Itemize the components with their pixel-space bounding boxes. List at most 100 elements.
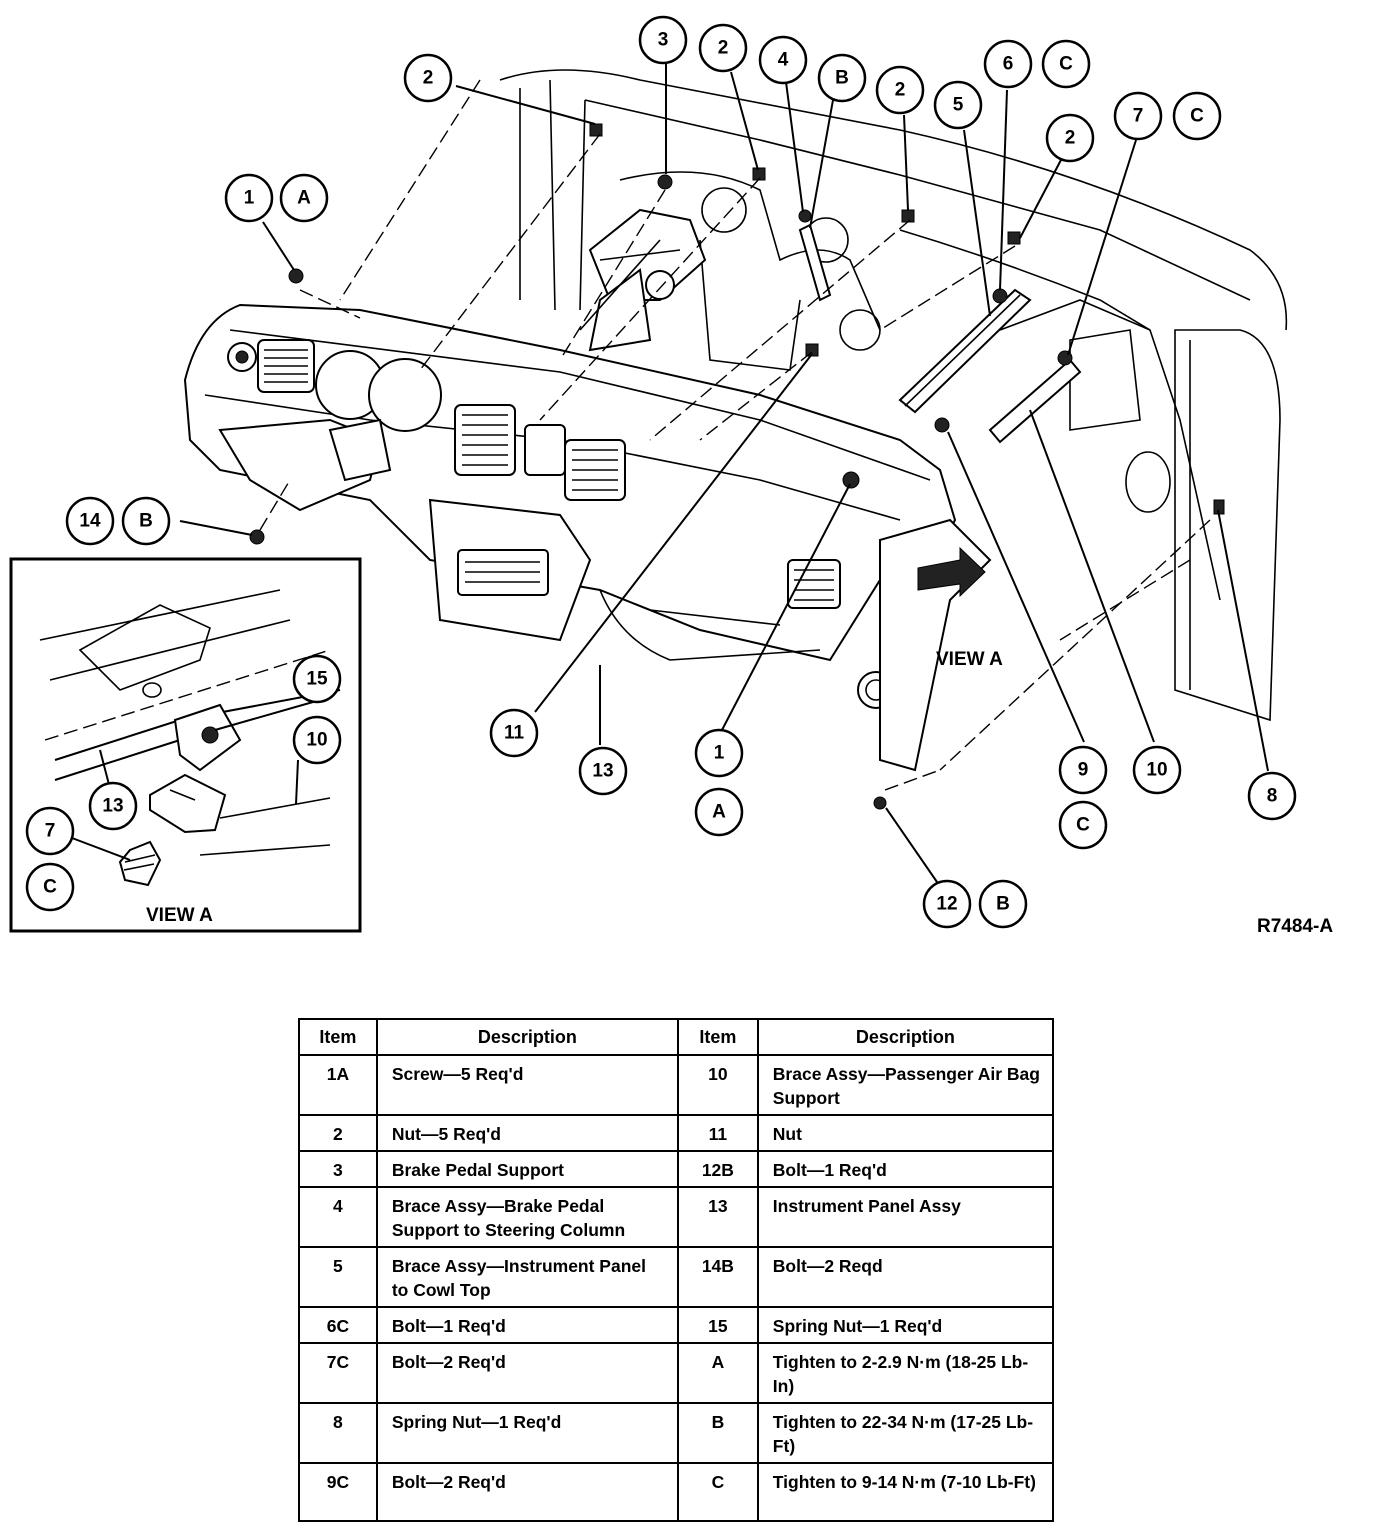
svg-text:C: C [1190,106,1204,127]
callout-7: 7 [1113,91,1163,141]
item-number: B [676,1402,759,1464]
item-description: Bolt—2 Req'd [375,1342,679,1404]
cowl-firewall-structure [499,69,1288,722]
svg-text:13: 13 [102,796,123,817]
svg-text:1: 1 [714,743,725,764]
svg-text:10: 10 [306,730,327,751]
svg-text:2: 2 [1065,128,1076,149]
item-description: Spring Nut—1 Req'd [375,1402,679,1464]
svg-text:10: 10 [1146,760,1167,781]
callout-2-far-right: 2 [1045,113,1095,163]
item-description: Nut [756,1114,1055,1152]
item-number: A [676,1342,759,1404]
svg-text:7: 7 [1133,106,1144,127]
item-number: 7C [298,1342,378,1404]
callout-a-bottom: A [694,787,744,837]
table-row: 9C Bolt—2 Req'd C Tighten to 9-14 N·m (7… [298,1462,1055,1522]
table-row: 3 Brake Pedal Support 12B Bolt—1 Req'd [298,1150,1055,1188]
svg-text:14: 14 [79,511,101,532]
callout-2-center: 2 [698,23,748,73]
header-item-left: Item [298,1018,378,1056]
alignment-lines [259,79,1211,791]
svg-text:A: A [712,802,726,823]
callout-2-right: 2 [875,65,925,115]
callout-14: 14 [65,496,115,546]
inset-callout-13: 13 [88,781,138,831]
item-description: Brake Pedal Support [375,1150,679,1188]
table-row: 1A Screw—5 Req'd 10 Brace Assy—Passenger… [298,1054,1055,1116]
svg-text:15: 15 [306,669,328,690]
callout-3: 3 [638,15,688,65]
svg-text:2: 2 [895,80,906,101]
callout-c-bottom: C [1058,800,1108,850]
callout-c-right: C [1172,91,1222,141]
item-number: 14B [676,1246,759,1308]
item-description: Screw—5 Req'd [375,1054,679,1116]
item-description: Bolt—2 Req'd [375,1462,679,1522]
svg-text:C: C [1076,815,1090,836]
table-row: 6C Bolt—1 Req'd 15 Spring Nut—1 Req'd [298,1306,1055,1344]
header-description-right: Description [756,1018,1055,1056]
instrument-panel-assembly [183,303,957,709]
inset-callout-c: C [25,862,75,912]
callout-b-top: B [817,53,867,103]
callout-b-left: B [121,496,171,546]
item-description: Tighten to 9-14 N·m (7-10 Lb-Ft) [756,1462,1055,1522]
svg-text:13: 13 [592,761,613,782]
item-number: 5 [298,1246,378,1308]
table-row: 7C Bolt—2 Req'd A Tighten to 2-2.9 N·m (… [298,1342,1055,1404]
right-vent [794,569,834,601]
callout-2-left: 2 [403,53,453,103]
item-number: 6C [298,1306,378,1344]
item-description: Spring Nut—1 Req'd [756,1306,1055,1344]
item-number: 4 [298,1186,378,1248]
item-description: Tighten to 22-34 N·m (17-25 Lb-Ft) [756,1402,1055,1464]
item-number: 13 [676,1186,759,1248]
item-description: Brace Assy—Passenger Air Bag Support [756,1054,1055,1116]
svg-text:7: 7 [45,821,56,842]
table-row: 2 Nut—5 Req'd 11 Nut [298,1114,1055,1152]
svg-text:C: C [43,877,57,898]
svg-text:9: 9 [1078,760,1089,781]
callout-5: 5 [933,80,983,130]
inset-callout-7: 7 [25,806,75,856]
callout-10: 10 [1132,745,1182,795]
callout-9: 9 [1058,745,1108,795]
radio-buttons [465,561,540,583]
callout-13: 13 [578,746,628,796]
callout-8: 8 [1247,771,1297,821]
center-vent-left [462,414,508,466]
exploded-view-diagram: 1 A 2 3 2 4 B 2 5 6 C 2 7 C 14 B 11 [9,15,1333,937]
svg-text:B: B [996,894,1010,915]
callout-12: 12 [922,879,972,929]
item-description: Brace Assy—Instrument Panel to Cowl Top [375,1246,679,1308]
item-number: 15 [676,1306,759,1344]
callout-a-top: A [279,173,329,223]
callout-c-top: C [1041,39,1091,89]
item-description: Bolt—1 Req'd [756,1150,1055,1188]
table-row: 4 Brace Assy—Brake Pedal Support to Stee… [298,1186,1055,1248]
item-description: Brace Assy—Brake Pedal Support to Steeri… [375,1186,679,1248]
callout-1a-top: 1 [224,173,274,223]
svg-text:2: 2 [423,68,434,89]
left-vent [264,349,308,383]
svg-text:12: 12 [936,894,957,915]
inset-callout-10: 10 [292,715,342,765]
item-number: 3 [298,1150,378,1188]
svg-text:3: 3 [658,30,669,51]
svg-text:5: 5 [953,95,964,116]
inset-callout-15: 15 [292,654,342,704]
steering-column [579,208,707,352]
item-number: 2 [298,1114,378,1152]
header-description-left: Description [375,1018,679,1056]
svg-text:4: 4 [778,50,789,71]
svg-text:B: B [139,511,153,532]
svg-text:B: B [835,68,849,89]
callout-4: 4 [758,35,808,85]
item-description: Instrument Panel Assy [756,1186,1055,1248]
leader-lines [179,62,1269,883]
svg-text:A: A [297,188,311,209]
table-row: 5 Brace Assy—Instrument Panel to Cowl To… [298,1246,1055,1308]
parts-legend-table: Item Description Item Description 1A Scr… [298,1018,1055,1522]
item-number: 9C [298,1462,378,1522]
